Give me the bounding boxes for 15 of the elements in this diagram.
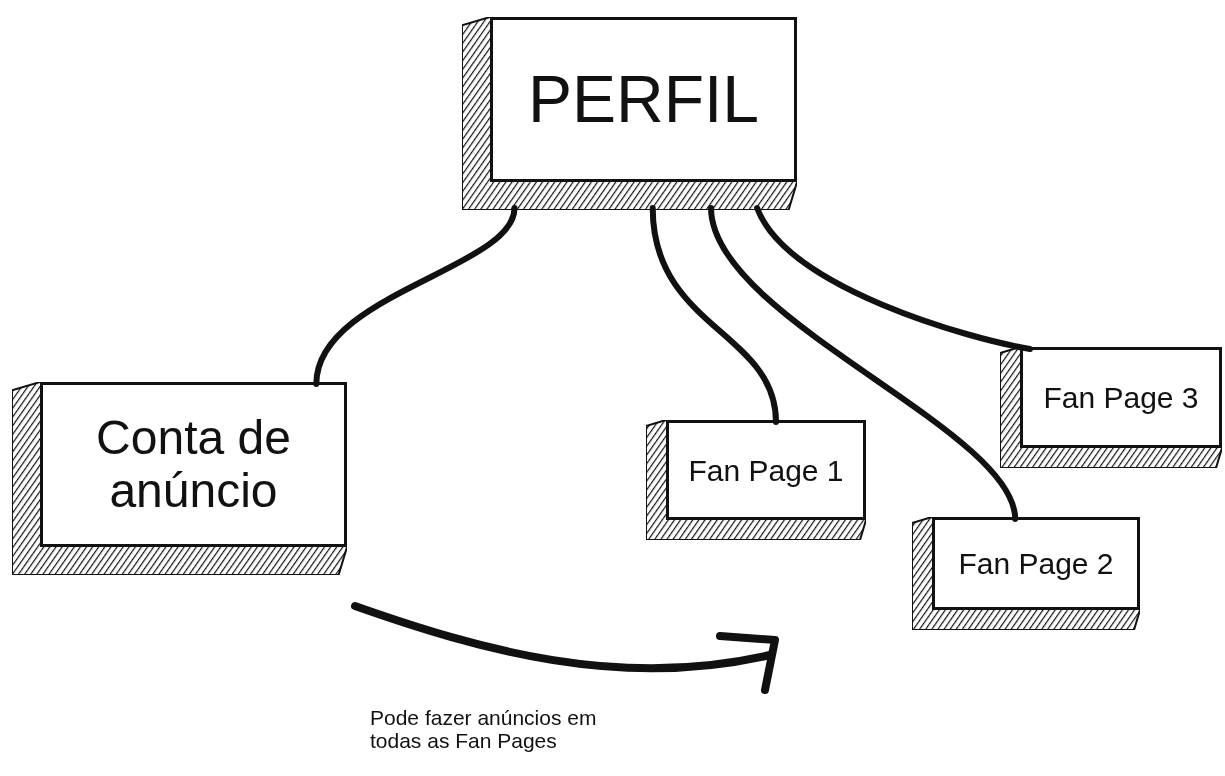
box-label: Fan Page 1 xyxy=(688,453,844,487)
title-box xyxy=(462,17,797,210)
connector-line xyxy=(313,205,518,387)
note-text: Pode fazer anúncios em todas as Fan Pages xyxy=(370,706,598,753)
process-box xyxy=(1000,347,1222,468)
box-label: Fan Page 2 xyxy=(958,547,1114,580)
connector-line xyxy=(708,205,1019,522)
box-label: Fan Page 3 xyxy=(1043,381,1199,414)
process-box xyxy=(646,420,866,540)
process-box xyxy=(912,517,1140,630)
process-box xyxy=(12,382,347,575)
connector-line xyxy=(754,205,1034,352)
connector-line xyxy=(649,205,779,425)
box-label: PERFIL xyxy=(527,63,760,136)
box-label: Conta de anúncio xyxy=(95,411,292,518)
